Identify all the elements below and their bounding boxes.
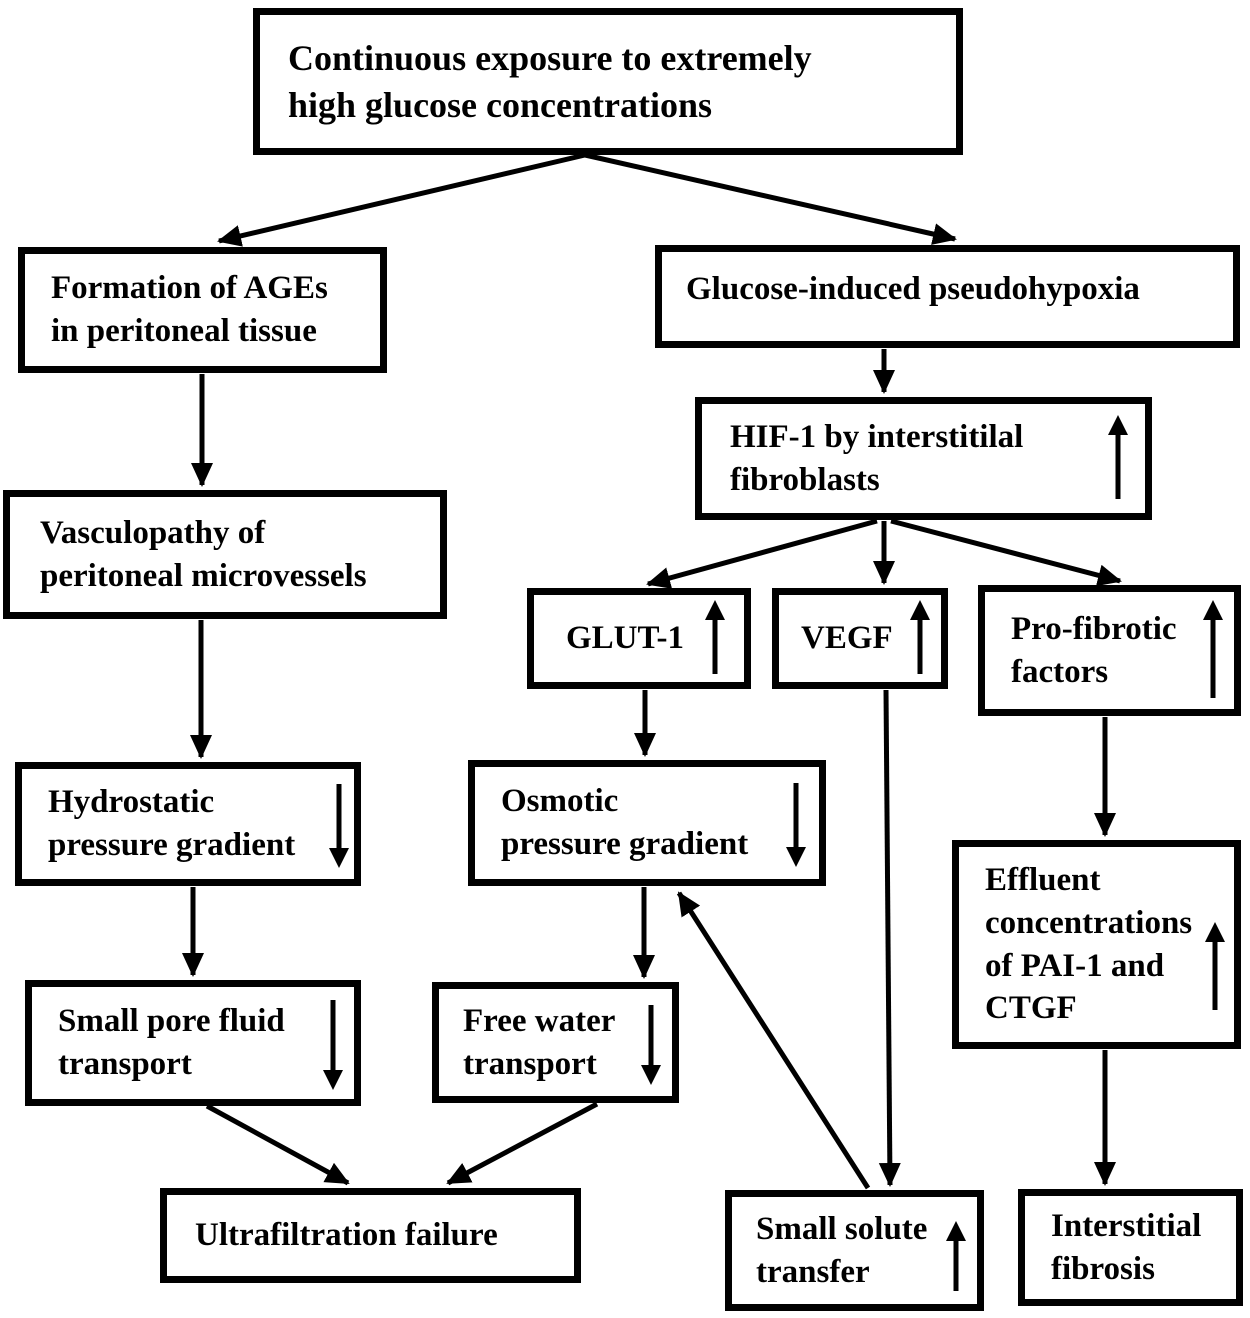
- node-label: Vasculopathy of peritoneal microvessels: [40, 514, 367, 594]
- node-label: VEGF: [801, 620, 893, 657]
- up-arrow-icon: [704, 599, 726, 678]
- arrow-exposure-to-pseudohypoxia: [584, 152, 957, 245]
- node-label: Glucose-induced pseudohypoxia: [686, 271, 1140, 308]
- arrow-vegf-to-small-solute: [878, 689, 901, 1187]
- node-label: Hydrostatic pressure gradient: [48, 784, 296, 863]
- node-label: Interstitial fibrosis: [1051, 1207, 1202, 1287]
- node-label: Pro-fibrotic factors: [1011, 610, 1177, 690]
- node-label: Ultrafiltration failure: [195, 1217, 498, 1254]
- arrow-small-solute-to-osmotic: [676, 891, 871, 1190]
- node-label: GLUT-1: [566, 620, 684, 657]
- node-label: Free water transport: [463, 1002, 616, 1082]
- node-glut1: GLUT-1: [527, 588, 751, 689]
- arrow-free-water-to-ultrafiltration: [446, 1101, 599, 1186]
- down-arrow-icon: [640, 1001, 662, 1085]
- node-pro-fibrotic-factors: Pro-fibrotic factors: [978, 585, 1241, 716]
- arrow-exposure-to-ages: [217, 152, 586, 247]
- down-arrow-icon: [785, 779, 807, 867]
- node-interstitial-fibrosis: Interstitial fibrosis: [1018, 1189, 1243, 1306]
- node-hif1-interstitial-fibroblasts: HIF-1 by interstitilal fibroblasts: [695, 397, 1152, 520]
- arrow-hif1-to-profibrotic: [890, 518, 1122, 587]
- node-vegf: VEGF: [772, 588, 948, 689]
- up-arrow-icon: [909, 599, 931, 678]
- node-label: Formation of AGEs in peritoneal tissue: [51, 270, 328, 349]
- down-arrow-icon: [328, 780, 350, 868]
- node-continuous-exposure: Continuous exposure to extremely high gl…: [253, 8, 963, 155]
- node-label: Small pore fluid transport: [58, 1003, 285, 1082]
- up-arrow-icon: [1204, 922, 1226, 1014]
- node-small-pore-fluid-transport: Small pore fluid transport: [25, 980, 361, 1106]
- up-arrow-icon: [1107, 414, 1129, 503]
- node-glucose-induced-pseudohypoxia: Glucose-induced pseudohypoxia: [655, 245, 1240, 348]
- node-osmotic-pressure-gradient: Osmotic pressure gradient: [468, 760, 826, 886]
- node-formation-of-ages: Formation of AGEs in peritoneal tissue: [18, 247, 387, 373]
- up-arrow-icon: [945, 1220, 967, 1295]
- arrow-small-pore-to-ultrafiltration: [205, 1103, 350, 1186]
- node-effluent-pai1-ctgf: Effluent concentrations of PAI-1 and CTG…: [952, 840, 1241, 1049]
- node-label: Osmotic pressure gradient: [501, 783, 749, 862]
- node-label: Effluent concentrations of PAI-1 and CTG…: [985, 861, 1193, 1027]
- node-label: HIF-1 by interstitilal fibroblasts: [730, 418, 1024, 498]
- node-vasculopathy-microvessels: Vasculopathy of peritoneal microvessels: [3, 490, 447, 619]
- node-label: Small solute transfer: [756, 1210, 928, 1290]
- node-free-water-transport: Free water transport: [432, 982, 679, 1103]
- up-arrow-icon: [1202, 599, 1224, 702]
- node-label: Continuous exposure to extremely high gl…: [288, 37, 812, 125]
- node-hydrostatic-pressure-gradient: Hydrostatic pressure gradient: [15, 762, 361, 886]
- arrow-hif1-to-glut1: [646, 518, 878, 589]
- node-ultrafiltration-failure: Ultrafiltration failure: [160, 1188, 581, 1283]
- node-small-solute-transfer: Small solute transfer: [725, 1190, 984, 1311]
- down-arrow-icon: [322, 996, 344, 1090]
